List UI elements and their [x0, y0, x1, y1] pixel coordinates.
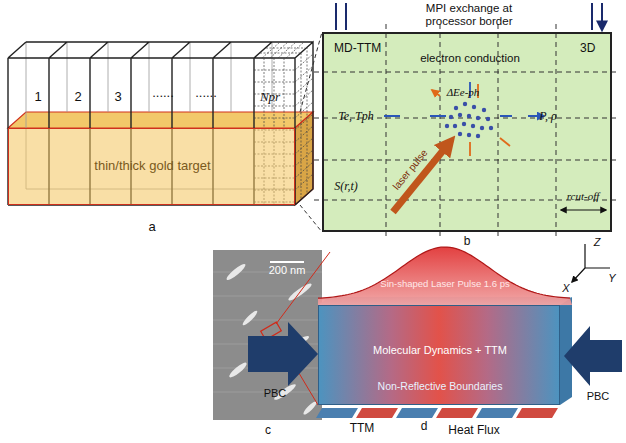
ripple [225, 262, 247, 282]
mpi-arrows [336, 3, 602, 30]
target-slab: thin/thick gold target [8, 128, 295, 205]
atom [458, 113, 462, 117]
scale-bar [270, 261, 304, 263]
atom [482, 108, 486, 112]
atom [467, 114, 471, 118]
laser-pulse: Sin-shaped Laser Pulse 1.6 ps [318, 243, 572, 305]
ripple [241, 309, 259, 327]
figure-label: 200 nm [269, 264, 306, 276]
math-label: Npr [260, 90, 280, 104]
boundary-plates [316, 408, 558, 418]
plate [436, 408, 478, 418]
atom [467, 133, 471, 137]
figure-label: ...... [152, 86, 174, 100]
zoom-line [300, 32, 322, 232]
figure-label: 3 [114, 90, 121, 104]
conduction-arrows [384, 82, 544, 116]
figure-label: PBC [264, 387, 287, 399]
figure-label: d [421, 420, 428, 433]
cell-fill [322, 32, 612, 232]
figure-label: PBC [587, 390, 610, 402]
math-label: X [562, 282, 569, 294]
sem-texture [213, 272, 322, 392]
atom [476, 134, 480, 138]
node-title: MPI exchange at processor border [409, 2, 529, 28]
node-text: 3D [580, 42, 595, 56]
node-title: thin/thick gold target [9, 159, 296, 174]
figure-label: Heat Flux [448, 424, 499, 437]
plate [516, 408, 558, 418]
pulse-shape [318, 243, 572, 305]
plate [356, 408, 398, 418]
sem-image [213, 250, 322, 420]
pulse-body [318, 247, 572, 305]
math-label: P, ρ [539, 110, 557, 123]
plate [316, 408, 358, 418]
axes [572, 244, 610, 282]
atom [480, 126, 484, 130]
math-label: Y [608, 272, 615, 284]
figure-label: a [148, 220, 155, 234]
pbc-arrow [248, 322, 318, 386]
atom [463, 102, 467, 106]
pulse-outline [318, 247, 570, 298]
math-label: rcut-off [567, 190, 600, 202]
cell-grid [314, 24, 620, 240]
figure-label: b [464, 235, 471, 248]
node-title: Sin-shaped Laser Pulse 1.6 ps [318, 279, 572, 290]
figure-label: TTM [350, 422, 375, 435]
plate [396, 408, 438, 418]
plate [476, 408, 518, 418]
math-label: Z [594, 236, 601, 248]
figure-label: 1 [34, 90, 41, 104]
ripple [228, 361, 249, 380]
atom [471, 124, 475, 128]
atom [453, 124, 457, 128]
atom [449, 115, 453, 119]
math-label: ΔEe-ph [447, 86, 480, 98]
ripple [302, 400, 318, 416]
atom [486, 117, 490, 121]
sem-ripples [225, 262, 318, 416]
atom [489, 126, 493, 130]
slab-top-face [8, 112, 313, 128]
atom-cluster [445, 102, 493, 138]
cutoff-arrow [561, 209, 606, 210]
atom [454, 106, 458, 110]
figure-label: electron conduction [420, 52, 520, 65]
figure-label: ...... [195, 86, 217, 100]
math-label: S(r,t) [334, 180, 358, 193]
figure-label: c [265, 424, 271, 437]
atom [472, 105, 476, 109]
figure-label: 2 [74, 90, 81, 104]
atom [458, 132, 462, 136]
atom [476, 116, 480, 120]
atom [462, 122, 466, 126]
md-ttm-slab: Molecular Dynamics + TTM Non-Reflective B… [318, 305, 560, 405]
node-title: Molecular Dynamics + TTM [319, 344, 561, 357]
node-text: Non-Reflective Boundaries [319, 380, 561, 392]
processor-boxes [8, 42, 313, 205]
atom [445, 124, 449, 128]
math-label: Te, Tph [338, 110, 374, 123]
pbc-arrow [564, 326, 622, 386]
node-text: MD-TTM [334, 42, 381, 56]
